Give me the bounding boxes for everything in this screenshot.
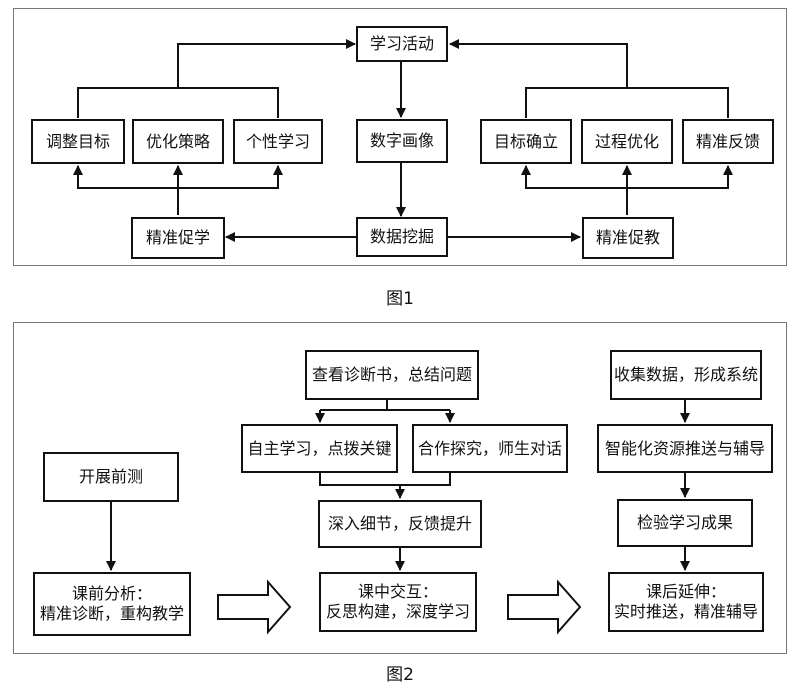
box-label-line2: 精准诊断，重构教学	[39, 604, 184, 623]
figure2-frame	[13, 322, 787, 654]
box-label: 查看诊断书，总结问题	[311, 365, 472, 384]
box-digital-portrait: 数字画像	[356, 119, 448, 163]
caption-figure1: 图1	[386, 289, 414, 309]
box-label: 调整目标	[45, 131, 110, 151]
box-check-results: 检验学习成果	[617, 499, 753, 547]
box-label: 自主学习，点拨关键	[247, 438, 392, 458]
box-after-class: 课后延伸： 实时推送，精准辅导	[608, 572, 764, 632]
box-label: 智能化资源推送与辅导	[604, 438, 765, 458]
box-label: 精准反馈	[695, 131, 760, 151]
box-self-study: 自主学习，点拨关键	[241, 424, 398, 473]
fig2-big-arrow-2	[507, 579, 582, 635]
box-data-mining: 数据挖掘	[356, 217, 448, 257]
box-optimize-strategy: 优化策略	[132, 119, 224, 164]
figure1-frame	[13, 8, 787, 266]
box-precise-feedback: 精准反馈	[682, 119, 774, 164]
box-collect: 收集数据，形成系统	[610, 350, 762, 400]
box-diagnosis: 查看诊断书，总结问题	[305, 350, 479, 400]
box-label: 收集数据，形成系统	[613, 365, 758, 384]
box-label-line1: 课中交互：	[357, 582, 438, 601]
box-label-line2: 反思构建，深度学习	[325, 602, 470, 621]
box-in-class: 课中交互： 反思构建，深度学习	[319, 572, 477, 632]
caption-figure2: 图2	[386, 665, 414, 685]
box-cooperate: 合作探究，师生对话	[412, 424, 568, 473]
box-personal-learning: 个性学习	[233, 119, 323, 164]
box-label: 数字画像	[369, 131, 434, 150]
box-label: 优化策略	[145, 131, 210, 151]
box-learning-activity: 学习活动	[356, 26, 448, 62]
box-label: 目标确立	[493, 131, 558, 151]
box-resource-push: 智能化资源推送与辅导	[597, 424, 773, 473]
fig1-right-to-activity	[449, 39, 628, 88]
box-label-line2: 实时推送，精准辅导	[613, 602, 758, 621]
fig1-left-to-activity	[177, 39, 356, 88]
box-pre-test: 开展前测	[43, 452, 179, 502]
box-label: 合作探究，师生对话	[417, 438, 562, 458]
fig1-left-bracket	[77, 87, 279, 118]
box-deepen: 深入细节，反馈提升	[318, 500, 482, 548]
box-precise-teaching: 精准促教	[582, 217, 674, 259]
box-label: 个性学习	[245, 131, 310, 151]
box-label: 过程优化	[594, 131, 659, 151]
fig2-merge	[319, 473, 451, 486]
box-label: 检验学习成果	[636, 513, 733, 532]
box-goal-set: 目标确立	[480, 119, 572, 164]
box-label-line1: 课前分析：	[71, 584, 152, 603]
box-process-optimize: 过程优化	[581, 119, 673, 164]
box-label: 深入细节，反馈提升	[327, 514, 472, 533]
box-precise-learning: 精准促学	[131, 217, 225, 259]
box-adjust-goal: 调整目标	[31, 119, 125, 164]
fig1-right-bracket	[525, 87, 729, 118]
box-label: 学习活动	[369, 34, 434, 53]
box-label: 开展前测	[78, 467, 143, 486]
box-label: 数据挖掘	[369, 227, 434, 246]
fig2-big-arrow-1	[217, 579, 292, 635]
box-label: 精准促教	[595, 228, 660, 247]
box-pre-analysis: 课前分析： 精准诊断，重构教学	[33, 572, 191, 636]
box-label: 精准促学	[145, 228, 210, 247]
box-label-line1: 课后延伸：	[645, 582, 726, 601]
